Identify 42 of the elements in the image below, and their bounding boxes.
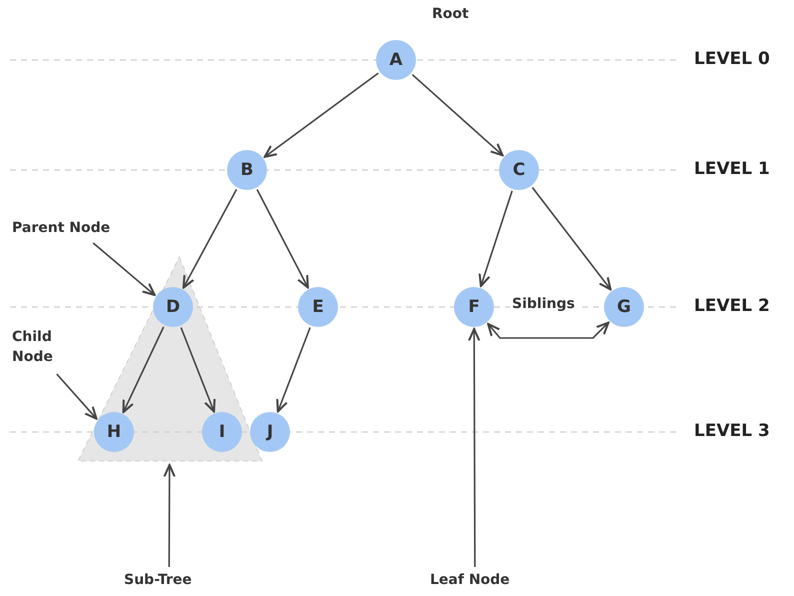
arrow [180,327,216,413]
leader-arrow [56,373,98,420]
annotation-text: Parent Node [12,218,142,238]
tree-node-circle [499,150,539,190]
leader-arrow [92,242,156,296]
tree-node-circle [376,40,416,80]
arrow [487,322,610,339]
arrow [264,72,379,158]
node-caption: Root [432,6,469,22]
arrow [182,189,238,289]
arrow [478,190,513,288]
node-letter: C [512,160,526,180]
level-label: LEVEL 2 [694,296,770,316]
node-letter: F [468,297,480,317]
level-label: LEVEL 3 [694,421,770,441]
level-label: LEVEL 1 [694,159,770,179]
node-letter: I [218,422,226,442]
tree-node-circle [298,287,338,327]
node-letter: B [240,160,254,180]
tree-node-circle [250,412,290,452]
tree-node-circle [227,150,267,190]
annotation-text: Child Node [12,327,72,367]
arrow [256,189,309,289]
node-letter: J [266,422,274,442]
tree-node-circle [454,287,494,327]
annotation-text: Leaf Node [430,570,520,590]
arrow [276,327,311,413]
edge-label: Siblings [510,296,577,312]
node-letter: D [166,297,180,317]
node-letter: G [617,297,631,317]
tree-node-circle [604,287,644,327]
annotation-text: Sub-Tree [124,570,214,590]
arrow [122,326,164,414]
arrow [532,187,612,291]
arrow [412,74,504,156]
level-label: LEVEL 0 [694,49,770,69]
leader-arrow [163,464,176,567]
node-letter: H [106,422,122,442]
node-letter: A [389,50,403,70]
leader-arrow [468,328,480,567]
node-letter: E [312,297,324,317]
subtree-triangle [77,256,263,462]
